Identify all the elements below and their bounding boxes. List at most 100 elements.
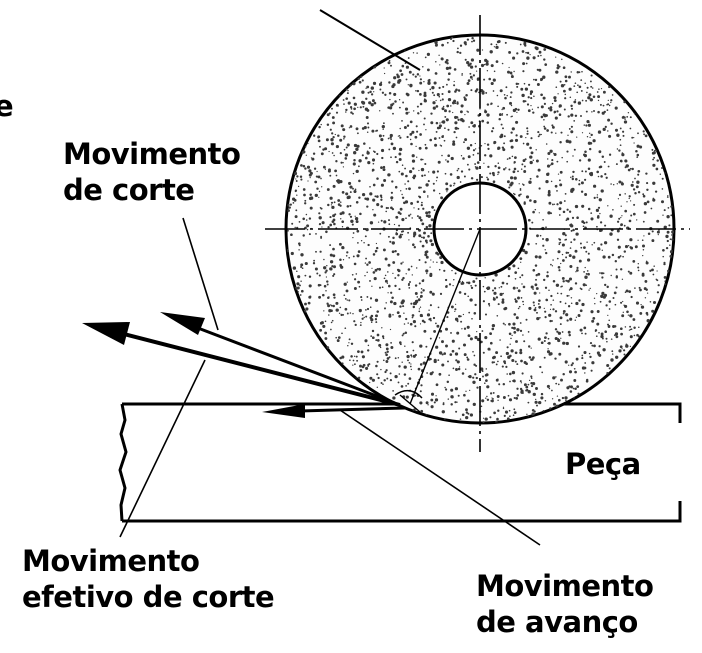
abrasive-grain xyxy=(335,145,339,149)
abrasive-grain xyxy=(409,138,412,141)
abrasive-grain xyxy=(651,148,654,151)
abrasive-grain xyxy=(508,157,511,160)
abrasive-grain xyxy=(543,356,546,359)
abrasive-grain xyxy=(532,392,536,397)
abrasive-grain xyxy=(427,211,431,214)
abrasive-grain xyxy=(398,373,401,375)
abrasive-grain xyxy=(510,337,512,340)
abrasive-grain xyxy=(390,291,393,294)
abrasive-grain xyxy=(540,115,544,119)
abrasive-grain xyxy=(597,99,600,102)
abrasive-grain xyxy=(468,168,471,171)
abrasive-grain xyxy=(446,41,449,44)
abrasive-grain xyxy=(568,75,571,79)
abrasive-grain xyxy=(394,156,397,159)
abrasive-grain xyxy=(607,323,609,326)
abrasive-grain xyxy=(544,63,548,66)
abrasive-grain xyxy=(447,78,450,81)
abrasive-grain xyxy=(461,280,464,283)
abrasive-grain xyxy=(365,97,368,100)
abrasive-grain xyxy=(404,107,409,111)
abrasive-grain xyxy=(587,252,590,255)
abrasive-grain xyxy=(586,120,590,124)
abrasive-grain xyxy=(451,339,455,343)
abrasive-grain xyxy=(449,37,453,41)
abrasive-grain xyxy=(530,104,532,107)
abrasive-grain xyxy=(649,301,652,303)
abrasive-grain xyxy=(454,121,458,125)
abrasive-grain xyxy=(535,149,537,151)
abrasive-grain xyxy=(619,255,622,257)
abrasive-grain xyxy=(367,243,370,247)
abrasive-grain xyxy=(350,355,353,358)
abrasive-grain xyxy=(523,202,526,205)
abrasive-grain xyxy=(385,369,388,372)
abrasive-grain xyxy=(532,159,535,162)
abrasive-grain xyxy=(562,372,565,376)
abrasive-grain xyxy=(597,95,601,99)
abrasive-grain xyxy=(403,365,407,369)
abrasive-grain xyxy=(429,357,432,361)
abrasive-grain xyxy=(507,70,510,74)
abrasive-grain xyxy=(335,111,339,114)
abrasive-grain xyxy=(521,163,524,166)
abrasive-grain xyxy=(407,57,410,59)
abrasive-grain xyxy=(340,313,343,317)
abrasive-grain xyxy=(427,195,429,197)
abrasive-grain xyxy=(560,262,562,265)
abrasive-grain xyxy=(526,56,530,60)
abrasive-grain xyxy=(344,327,347,330)
abrasive-grain xyxy=(619,327,623,331)
abrasive-grain xyxy=(542,244,545,247)
abrasive-grain xyxy=(352,255,355,258)
abrasive-grain xyxy=(564,396,568,400)
abrasive-grain xyxy=(577,101,582,105)
abrasive-grain xyxy=(593,196,596,199)
abrasive-grain xyxy=(409,213,412,216)
abrasive-grain xyxy=(452,111,454,114)
abrasive-grain xyxy=(293,198,297,202)
abrasive-grain xyxy=(455,136,458,139)
abrasive-grain xyxy=(619,345,623,349)
abrasive-grain xyxy=(554,184,558,188)
abrasive-grain xyxy=(569,223,573,227)
abrasive-grain xyxy=(465,408,468,412)
abrasive-grain xyxy=(634,245,638,249)
abrasive-grain xyxy=(306,142,309,145)
abrasive-grain xyxy=(653,265,655,267)
abrasive-grain xyxy=(425,211,429,215)
abrasive-grain xyxy=(375,130,377,132)
abrasive-grain xyxy=(545,298,548,302)
abrasive-grain xyxy=(563,108,566,111)
abrasive-grain xyxy=(605,337,608,340)
abrasive-grain xyxy=(485,60,489,64)
abrasive-grain xyxy=(553,96,557,100)
abrasive-grain xyxy=(595,335,598,338)
abrasive-grain xyxy=(361,101,366,105)
abrasive-grain xyxy=(580,288,583,291)
abrasive-grain xyxy=(366,205,369,208)
abrasive-grain xyxy=(643,202,648,206)
abrasive-grain xyxy=(637,239,639,241)
abrasive-grain xyxy=(445,344,448,348)
abrasive-grain xyxy=(605,304,608,307)
abrasive-grain xyxy=(343,103,345,105)
abrasive-grain xyxy=(419,75,421,77)
abrasive-grain xyxy=(401,164,404,166)
abrasive-grain xyxy=(442,85,445,88)
abrasive-grain xyxy=(560,378,563,382)
abrasive-grain xyxy=(362,193,366,197)
abrasive-grain xyxy=(423,231,426,235)
abrasive-grain xyxy=(456,175,460,180)
abrasive-grain xyxy=(326,283,329,286)
abrasive-grain xyxy=(375,321,378,324)
abrasive-grain xyxy=(534,283,538,287)
abrasive-grain xyxy=(669,250,674,254)
abrasive-grain xyxy=(481,330,484,332)
abrasive-grain xyxy=(412,110,415,112)
abrasive-grain xyxy=(566,150,569,153)
abrasive-grain xyxy=(545,226,547,229)
abrasive-grain xyxy=(395,215,399,219)
abrasive-grain xyxy=(359,368,363,372)
abrasive-grain xyxy=(669,254,673,258)
